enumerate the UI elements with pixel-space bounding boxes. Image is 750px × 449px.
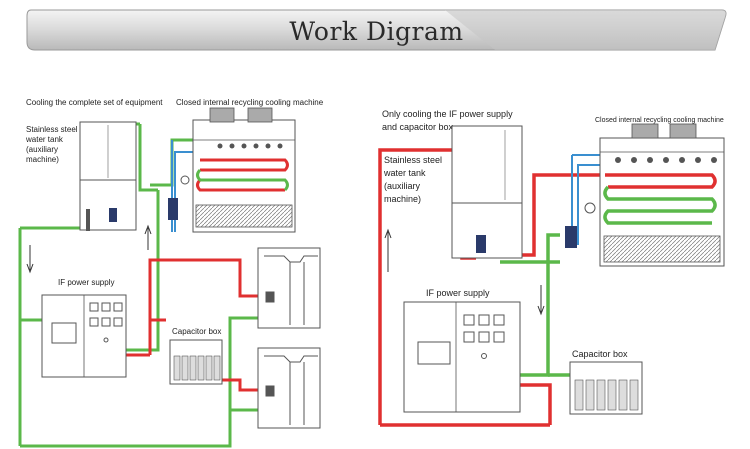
left-furnace-1 bbox=[257, 247, 321, 329]
right-tank-label-2: water tank bbox=[383, 168, 426, 178]
right-panel: Only cooling the IF power supply and cap… bbox=[378, 109, 725, 427]
right-tank-label-4: machine) bbox=[384, 194, 421, 204]
right-power-supply-label: IF power supply bbox=[426, 288, 490, 298]
page-title: Work Digram bbox=[289, 17, 464, 46]
right-green-pipes bbox=[500, 233, 570, 377]
left-flow-arrow-down bbox=[26, 245, 34, 274]
right-cooling-machine-label: Closed internal recycling cooling machin… bbox=[595, 117, 724, 124]
right-flow-arrow-down bbox=[537, 285, 545, 316]
right-tank-label-1: Stainless steel bbox=[384, 155, 442, 165]
left-flow-arrow-up bbox=[144, 224, 152, 250]
left-tank-label-4: machine) bbox=[26, 155, 59, 164]
left-heading: Cooling the complete set of equipment bbox=[26, 98, 163, 107]
right-heading-2: and capacitor box bbox=[382, 122, 454, 132]
right-heading-1: Only cooling the IF power supply bbox=[382, 109, 513, 119]
banner-background bbox=[26, 9, 727, 51]
left-capacitor-label: Capacitor box bbox=[172, 327, 221, 336]
left-furnace-2 bbox=[257, 347, 321, 429]
left-power-supply-label: IF power supply bbox=[58, 278, 114, 287]
right-flow-arrow-up bbox=[384, 228, 392, 272]
left-panel: Cooling the complete set of equipment Cl… bbox=[18, 98, 324, 448]
left-tower-pump-icon bbox=[168, 198, 178, 220]
title-banner: Work Digram bbox=[25, 8, 728, 52]
right-water-tank bbox=[451, 125, 523, 259]
right-tower-pump-icon bbox=[565, 226, 577, 248]
left-tank-label-1: Stainless steel bbox=[26, 125, 78, 134]
right-capacitor-label: Capacitor box bbox=[572, 349, 628, 359]
right-tank-label-3: (auxiliary bbox=[384, 181, 421, 191]
right-pump-icon bbox=[476, 235, 486, 253]
left-pump-icon bbox=[109, 208, 117, 222]
left-cooling-machine-label: Closed internal recycling cooling machin… bbox=[176, 98, 324, 107]
left-tank-label-2: water tank bbox=[25, 135, 64, 144]
left-tank-label-3: (auxiliary bbox=[26, 145, 58, 154]
